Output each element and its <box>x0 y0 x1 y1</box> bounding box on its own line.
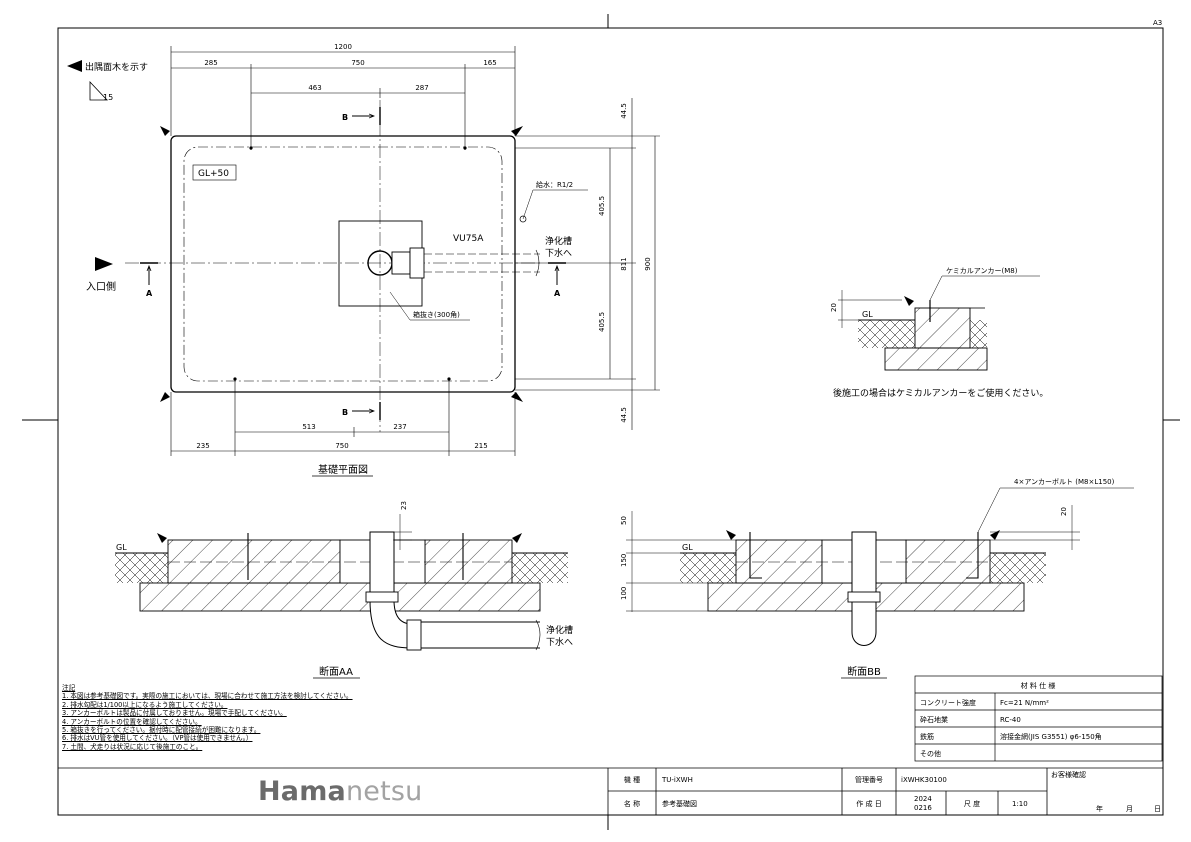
dim-bolt-right-bottom: 237 <box>393 423 406 431</box>
dim-bolt-right-top: 287 <box>415 84 428 92</box>
section-b-bottom-label: B <box>342 408 348 417</box>
dim-right-upper: 405.5 <box>598 196 606 216</box>
dim-bolt-left-bottom: 513 <box>302 423 315 431</box>
name-value: 参考基礎図 <box>662 799 697 808</box>
chemical-anchor-note: 後施工の場合はケミカルアンカーをご使用ください。 <box>833 387 1048 399</box>
plan-title: 基礎平面図 <box>318 463 368 476</box>
material-label: コンクリート強度 <box>920 698 976 707</box>
dim-right-top-offset: 44.5 <box>620 103 628 119</box>
notes-heading: 注記 <box>62 684 76 692</box>
material-label: その他 <box>920 749 941 758</box>
created-date: 0216 <box>914 804 932 812</box>
bb-dim-50: 50 <box>620 516 628 525</box>
septic-label-2: 下水へ <box>545 247 572 259</box>
note-item: 5. 箱抜きを行ってください。据付時に配管接続が困難になります。 <box>62 726 261 735</box>
water-supply-label: 給水：R1/2 <box>536 180 573 189</box>
aa-septic-label-2: 下水へ <box>546 636 573 648</box>
dim-right-overall: 900 <box>644 257 652 270</box>
box-out-label: 箱抜き(300角) <box>413 310 460 319</box>
note-item: 6. 排水はVU管を使用してください。（VP管は使用できません。） <box>62 734 253 743</box>
scale-label: 尺 度 <box>964 799 980 808</box>
detail-dim-20: 20 <box>830 303 838 312</box>
chamfer-size-label: 15 <box>103 93 113 102</box>
drain-pipe-label: VU75A <box>453 234 484 244</box>
water-supply-icon <box>519 215 527 223</box>
plan-gl-label: GL+50 <box>198 169 229 179</box>
notes-block: 注記 1. 本図は参考基礎図です。実際の施工においては、現場に合わせて施工方法を… <box>62 684 353 751</box>
note-item: 3. アンカーボルトは製品に付属しておりません。現場で手配してください。 <box>62 709 287 718</box>
septic-label-1: 浄化槽 <box>545 235 572 247</box>
slab-outline <box>170 135 516 393</box>
section-b-top-label: B <box>342 113 348 122</box>
dim-right-bottom-offset: 44.5 <box>620 407 628 423</box>
note-item: 7. 土間、犬走りは状況に応じて後施工のこと。 <box>62 742 203 751</box>
note-item: 1. 本図は参考基礎図です。実際の施工においては、現場に合わせて施工方法を検討し… <box>62 692 353 701</box>
created-label: 作 成 日 <box>856 799 881 808</box>
sheet-frame <box>57 27 1164 816</box>
mgmt-value: iXWHK30100 <box>901 776 947 784</box>
model-label: 機 種 <box>624 775 640 784</box>
created-year: 2024 <box>914 795 932 803</box>
material-label: 砕石地業 <box>920 715 948 724</box>
aa-septic-label-1: 浄化槽 <box>546 624 573 636</box>
name-label: 名 称 <box>624 799 640 808</box>
dim-bottom-middle: 750 <box>335 442 348 450</box>
section-aa-gl: GL <box>116 543 127 552</box>
materials-table <box>914 675 1163 762</box>
entrance-label: 入口側 <box>86 280 116 293</box>
chamfer-legend-label: 出隅面木を示す <box>85 61 148 73</box>
logo-text-dark: Hama <box>258 776 346 807</box>
slab-inner-outline <box>183 146 503 382</box>
dim-bolt-left-top: 463 <box>308 84 321 92</box>
scale-value: 1:10 <box>1012 800 1028 808</box>
materials-title: 材 料 仕 様 <box>1021 681 1056 690</box>
chamfer-symbol-icon <box>89 80 108 101</box>
dim-right-lower: 405.5 <box>598 312 606 332</box>
customer-confirm-label: お客様確認 <box>1051 770 1086 779</box>
section-a-left-label: A <box>146 289 153 298</box>
material-value: Fc=21 N/mm² <box>1000 699 1049 707</box>
dim-top-middle: 750 <box>351 59 364 67</box>
note-item: 4. アンカーボルトの位置を確認してください。 <box>62 717 202 726</box>
material-value: 溶接金網(JIS G3551) φ6-150角 <box>1000 732 1102 741</box>
bb-dim-100: 100 <box>620 587 628 600</box>
day-label: 日 <box>1154 805 1161 813</box>
bb-dim-150: 150 <box>620 554 628 567</box>
section-bb: GL 4×アンカーボルト (M8×L150) 50 150 100 20 断面B <box>620 478 1134 679</box>
section-aa-dim-23: 23 <box>400 501 408 510</box>
entrance-arrow-icon <box>95 257 113 271</box>
mgmt-label: 管理番号 <box>855 775 883 784</box>
material-value: RC-40 <box>1000 716 1021 724</box>
section-aa: GL 浄化槽 下水へ 23 断面AA <box>115 501 573 679</box>
chamfer-marker-icon <box>67 60 82 72</box>
section-bb-gl: GL <box>682 543 693 552</box>
dim-top-left: 285 <box>204 59 217 67</box>
year-label: 年 <box>1096 804 1103 813</box>
foundation-plan: 1200 285 750 165 463 287 235 750 215 513… <box>67 43 660 477</box>
dim-bottom-left: 235 <box>196 442 209 450</box>
model-value: TU-iXWH <box>661 776 693 784</box>
note-item: 2. 排水勾配は1/100以上になるよう施工してください。 <box>62 700 228 709</box>
material-label: 鉄筋 <box>920 732 934 741</box>
anchor-bolt-label: 4×アンカーボルト (M8×L150) <box>1014 478 1115 486</box>
detail-gl-label: GL <box>862 310 873 319</box>
chemical-anchor-label: ケミカルアンカー(M8) <box>946 267 1018 275</box>
sheet-size-label: A3 <box>1153 19 1162 27</box>
anchor-detail: ケミカルアンカー(M8) 20 GL 後施工の場合はケミカルアンカーをご使用くだ… <box>830 267 1048 399</box>
company-logo: Hamanetsu <box>258 776 422 807</box>
logo-text-light: netsu <box>345 776 423 807</box>
bb-dim-20: 20 <box>1060 507 1068 516</box>
month-label: 月 <box>1126 805 1133 813</box>
dim-top-right: 165 <box>483 59 496 67</box>
section-bb-title: 断面BB <box>847 665 881 678</box>
section-aa-title: 断面AA <box>319 665 353 678</box>
title-block <box>58 767 1163 815</box>
section-a-right-label: A <box>554 289 561 298</box>
dim-right-inner: 811 <box>620 257 628 270</box>
dim-bottom-right: 215 <box>474 442 487 450</box>
dim-overall-width: 1200 <box>334 43 352 51</box>
